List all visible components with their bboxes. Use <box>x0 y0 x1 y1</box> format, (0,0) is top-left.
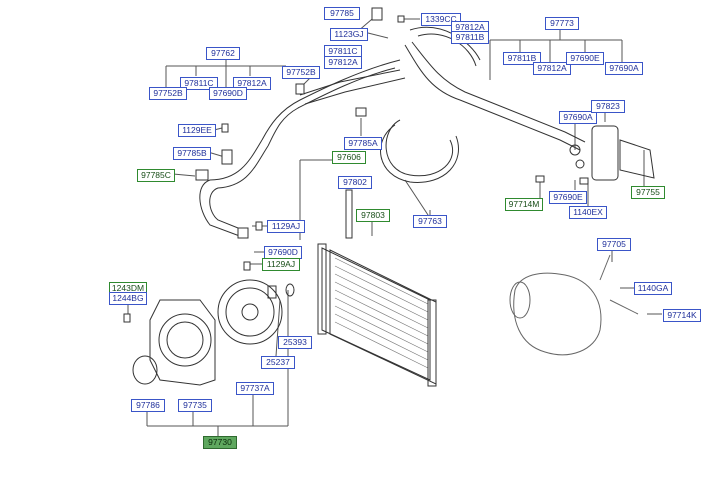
part-label-97811C-b[interactable]: 97811C <box>180 77 218 90</box>
part-label-97730-assembly[interactable]: 97730 <box>203 436 237 449</box>
part-label-97785B[interactable]: 97785B <box>173 147 211 160</box>
part-label-1129EE[interactable]: 1129EE <box>178 124 216 137</box>
part-label-1123GJ[interactable]: 1123GJ <box>330 28 368 41</box>
part-label-97690E-m[interactable]: 97690E <box>549 191 587 204</box>
part-label-25393[interactable]: 25393 <box>278 336 312 349</box>
part-label-97606[interactable]: 97606 <box>332 151 366 164</box>
part-label-1129AJ-a[interactable]: 1129AJ <box>267 220 305 233</box>
fan-assembly <box>132 279 295 386</box>
receiver-drier <box>569 125 655 181</box>
part-label-97812A-r[interactable]: 97812A <box>533 62 571 75</box>
part-label-97812A-a[interactable]: 97812A <box>324 56 362 69</box>
part-label-97763[interactable]: 97763 <box>413 215 447 228</box>
part-label-97803[interactable]: 97803 <box>356 209 390 222</box>
part-label-97812A-b[interactable]: 97812A <box>233 77 271 90</box>
part-label-97811B-top[interactable]: 97811B <box>451 31 489 44</box>
part-label-1140EX[interactable]: 1140EX <box>569 206 607 219</box>
part-label-97752B-a[interactable]: 97752B <box>282 66 320 79</box>
part-label-1140GA[interactable]: 1140GA <box>634 282 672 295</box>
part-label-97755[interactable]: 97755 <box>631 186 665 199</box>
part-label-97735[interactable]: 97735 <box>178 399 212 412</box>
part-label-97785C[interactable]: 97785C <box>137 169 175 182</box>
condenser <box>317 189 437 387</box>
part-label-97690E-r[interactable]: 97690E <box>566 52 604 65</box>
part-label-97737A[interactable]: 97737A <box>236 382 274 395</box>
part-label-97802[interactable]: 97802 <box>338 176 372 189</box>
part-label-97785A[interactable]: 97785A <box>344 137 382 150</box>
part-label-97752B-b[interactable]: 97752B <box>149 87 187 100</box>
part-label-97714M[interactable]: 97714M <box>505 198 543 211</box>
part-label-97705[interactable]: 97705 <box>597 238 631 251</box>
part-label-97690A-m[interactable]: 97690A <box>559 111 597 124</box>
part-label-97690A-r[interactable]: 97690A <box>605 62 643 75</box>
compressor <box>509 254 639 356</box>
part-label-97785[interactable]: 97785 <box>324 7 360 20</box>
part-label-1129AJ-b[interactable]: 1129AJ <box>262 258 300 271</box>
part-label-97773[interactable]: 97773 <box>545 17 579 30</box>
part-label-97786[interactable]: 97786 <box>131 399 165 412</box>
part-label-97714K[interactable]: 97714K <box>663 309 701 322</box>
fittings <box>123 7 589 323</box>
part-label-25237[interactable]: 25237 <box>261 356 295 369</box>
hoses <box>199 26 586 239</box>
part-label-97690D-a[interactable]: 97690D <box>209 87 247 100</box>
part-label-97762[interactable]: 97762 <box>206 47 240 60</box>
part-label-97823[interactable]: 97823 <box>591 100 625 113</box>
part-label-97811B-r[interactable]: 97811B <box>503 52 541 65</box>
part-label-1244BG[interactable]: 1244BG <box>109 292 147 305</box>
